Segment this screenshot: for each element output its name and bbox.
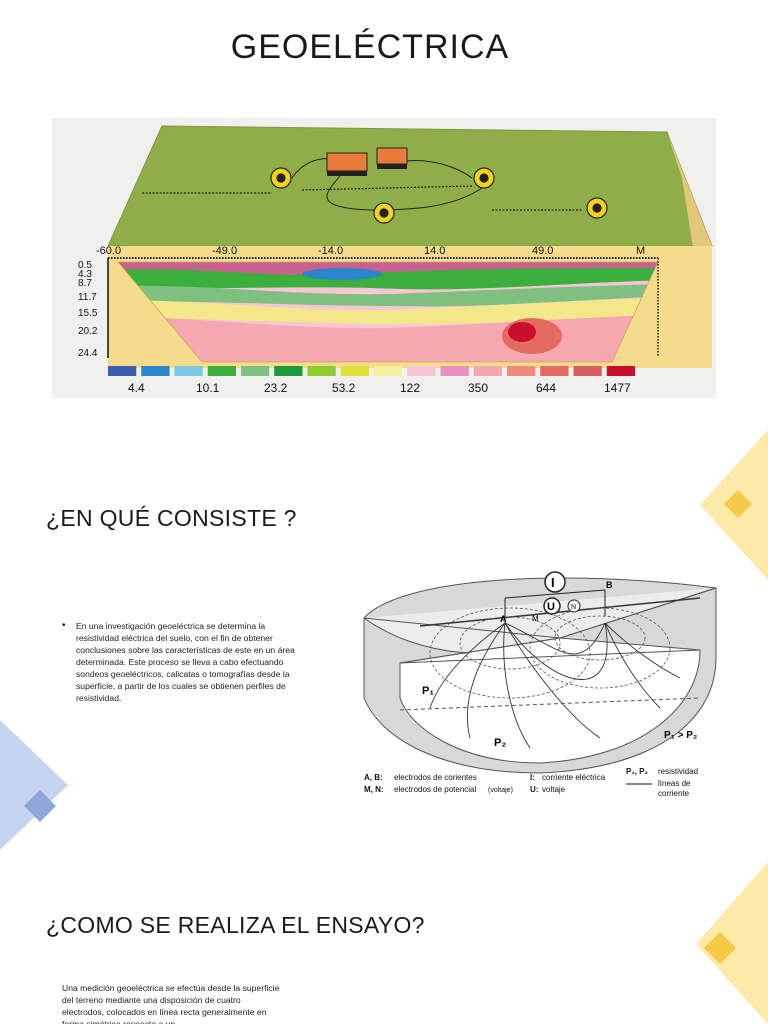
legend-ab-key: A, B: bbox=[364, 773, 383, 782]
section-heading-consiste: ¿EN QUÉ CONSISTE ? bbox=[46, 505, 297, 532]
legend-line-text-1: líneas de bbox=[658, 779, 691, 788]
label-I: I bbox=[551, 575, 555, 590]
scale-color-swatch bbox=[175, 366, 203, 376]
depth-tick-label: 20.2 bbox=[78, 326, 98, 337]
legend-u-text: voltaje bbox=[542, 785, 566, 794]
legend-p-text: resistividad bbox=[658, 767, 698, 776]
depth-tick-label: 11.7 bbox=[78, 292, 97, 303]
legend-line-text-2: corriente bbox=[658, 789, 690, 798]
section-heading-ensayo: ¿COMO SE REALIZA EL ENSAYO? bbox=[46, 912, 425, 939]
label-U: U bbox=[547, 601, 555, 613]
scale-value-label: 644 bbox=[536, 381, 556, 395]
legend-i-text: corriente eléctrica bbox=[542, 773, 606, 782]
x-tick-label: M bbox=[636, 245, 645, 257]
x-tick-label: 14.0 bbox=[424, 245, 445, 257]
bullet-text-ensayo: Una medición geoeléctrica se efectúa des… bbox=[62, 983, 279, 1024]
scale-color-swatch bbox=[341, 366, 369, 376]
legend-mn-paren: (voltaje) bbox=[488, 787, 513, 794]
page-title: GEOELÉCTRICA bbox=[0, 28, 740, 67]
depth-tick-label: 24.4 bbox=[78, 348, 98, 359]
scale-value-label: 4.4 bbox=[128, 381, 145, 395]
decor-yellow-diamond-top bbox=[690, 430, 768, 580]
legend-mn-text: electrodos de potencial bbox=[394, 785, 477, 794]
label-A: A bbox=[500, 614, 507, 624]
depth-tick-label: 15.5 bbox=[78, 308, 98, 319]
x-tick-label: -49.0 bbox=[212, 245, 237, 257]
scale-color-swatch bbox=[274, 366, 302, 376]
scale-color-swatch bbox=[574, 366, 602, 376]
label-B: B bbox=[606, 580, 613, 590]
scale-color-swatch bbox=[241, 366, 269, 376]
bullet-paragraph-consiste: • En una investigación geoeléctrica se d… bbox=[76, 620, 308, 704]
legend-ab-text: electrodos de corientes bbox=[394, 773, 477, 782]
legend-p-key: P₁, P₂ bbox=[626, 767, 648, 776]
electrode-array-diagram: I U A B M N P₁ P₂ P₁ > P₂ A, B: electrod… bbox=[360, 568, 720, 808]
label-p1-greater-p2: P₁ > P₂ bbox=[664, 730, 697, 741]
x-tick-label: 49.0 bbox=[532, 245, 553, 257]
bullet-paragraph-ensayo: • Una medición geoeléctrica se efectúa d… bbox=[62, 982, 282, 1024]
bullet-dot: • bbox=[62, 620, 66, 632]
legend-u-key: U: bbox=[530, 785, 538, 794]
scale-value-label: 10.1 bbox=[196, 381, 220, 395]
scale-color-swatch bbox=[540, 366, 568, 376]
scale-color-swatch bbox=[308, 366, 336, 376]
label-P2: P₂ bbox=[494, 737, 506, 749]
x-tick-label: -60.0 bbox=[96, 245, 121, 257]
legend-mn-key: M, N: bbox=[364, 785, 384, 794]
x-tick-label: -14.0 bbox=[318, 245, 343, 257]
scale-color-swatch bbox=[208, 366, 236, 376]
scale-color-swatch bbox=[474, 366, 502, 376]
decor-blue-diamond-left bbox=[0, 720, 80, 850]
scale-color-swatch bbox=[108, 366, 136, 376]
legend-i-key: I: bbox=[530, 773, 535, 782]
scale-value-label: 53.2 bbox=[332, 381, 356, 395]
scale-value-label: 122 bbox=[400, 381, 420, 395]
scale-color-swatch bbox=[441, 366, 469, 376]
bullet-text-consiste: En una investigación geoeléctrica se det… bbox=[76, 621, 295, 703]
depth-tick-label: 8.7 bbox=[78, 278, 92, 289]
scale-value-label: 350 bbox=[468, 381, 488, 395]
scale-color-swatch bbox=[507, 366, 535, 376]
label-N: N bbox=[571, 604, 576, 611]
scale-color-swatch bbox=[141, 366, 169, 376]
scale-color-swatch bbox=[607, 366, 635, 376]
label-M: M bbox=[532, 614, 539, 623]
scale-color-swatch bbox=[374, 366, 402, 376]
label-P1: P₁ bbox=[422, 685, 434, 697]
scale-value-label: 23.2 bbox=[264, 381, 288, 395]
scale-value-label: 1477 bbox=[604, 381, 631, 395]
decor-yellow-diamond-bottom bbox=[690, 862, 768, 1024]
scale-color-swatch bbox=[407, 366, 435, 376]
